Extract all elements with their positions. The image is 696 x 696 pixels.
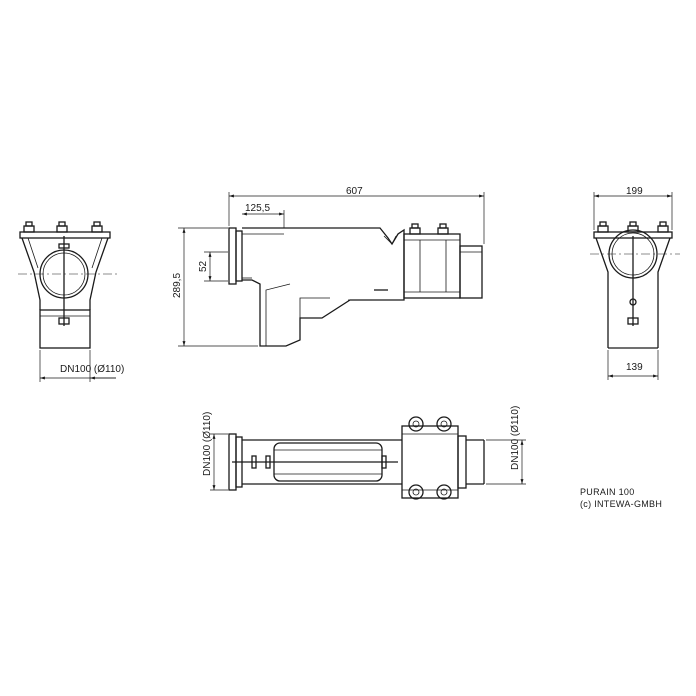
filter-chamber xyxy=(403,233,461,299)
plan-inlet-dimension: DN100 (Ø110) xyxy=(202,412,213,476)
plan-bolt-1 xyxy=(408,416,424,432)
front-bolt-left xyxy=(23,221,35,233)
outlet-pipe xyxy=(459,245,483,299)
inlet-flange xyxy=(228,227,237,285)
front-pipe-dimension: DN100 (Ø110) xyxy=(60,364,124,375)
plan-bolt-4 xyxy=(436,484,452,500)
credit-block: PURAIN 100 (c) INTEWA-GMBH xyxy=(580,486,662,510)
inlet-offset-dimension: 125,5 xyxy=(245,203,270,214)
side-view: 607 125,5 289,5 52 xyxy=(172,186,485,347)
product-name: PURAIN 100 xyxy=(580,487,635,497)
plan-bolt-3 xyxy=(408,484,424,500)
front-bolt-right xyxy=(91,221,103,233)
front-bolt-center xyxy=(56,221,68,233)
plan-view: DN100 (Ø110) DN100 (Ø110) xyxy=(202,406,526,500)
total-height-dimension: 289,5 xyxy=(172,273,183,298)
front-view: DN100 (Ø110) xyxy=(18,221,124,382)
side-width-bottom-dimension: 139 xyxy=(626,362,643,373)
plan-bolt-2 xyxy=(436,416,452,432)
overall-length-dimension: 607 xyxy=(346,186,363,197)
inlet-height-dimension: 52 xyxy=(198,260,209,272)
plan-outlet-dimension: DN100 (Ø110) xyxy=(510,406,521,470)
copyright-note: (c) INTEWA-GMBH xyxy=(580,499,663,509)
end-view: 199 139 xyxy=(590,186,680,380)
side-width-top-dimension: 199 xyxy=(626,186,643,197)
